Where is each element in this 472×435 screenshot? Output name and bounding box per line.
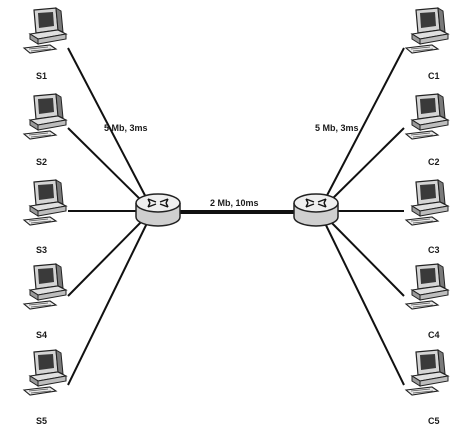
link-s5: [67, 216, 151, 386]
client-c2-icon: [405, 93, 449, 140]
server-s3-icon: [23, 179, 67, 226]
server-s1-icon: [23, 7, 67, 54]
client-c1-icon: [405, 7, 449, 54]
server-label-s2: S2: [36, 157, 47, 167]
link-s1: [67, 47, 151, 206]
link-s2: [67, 127, 149, 208]
link-c4: [323, 214, 405, 297]
client-label-c3: C3: [428, 245, 440, 255]
left-access-label: 5 Mb, 3ms: [104, 123, 148, 133]
right-access-label: 5 Mb, 3ms: [315, 123, 359, 133]
link-c2: [323, 127, 405, 208]
client-c3-icon: [405, 179, 449, 226]
router-right-icon: [293, 193, 339, 227]
link-c1: [321, 47, 405, 206]
client-c5-icon: [405, 349, 449, 396]
client-label-c5: C5: [428, 416, 440, 426]
client-label-c2: C2: [428, 157, 440, 167]
server-label-s3: S3: [36, 245, 47, 255]
server-label-s4: S4: [36, 330, 47, 340]
client-c4-icon: [405, 263, 449, 310]
router-left-icon: [135, 193, 181, 227]
server-label-s5: S5: [36, 416, 47, 426]
server-s5-icon: [23, 349, 67, 396]
server-s4-icon: [23, 263, 67, 310]
link-c5: [321, 216, 405, 386]
client-label-c4: C4: [428, 330, 440, 340]
client-label-c1: C1: [428, 71, 440, 81]
backbone-label: 2 Mb, 10ms: [210, 198, 259, 208]
server-s2-icon: [23, 93, 67, 140]
server-label-s1: S1: [36, 71, 47, 81]
link-s4: [67, 214, 149, 297]
